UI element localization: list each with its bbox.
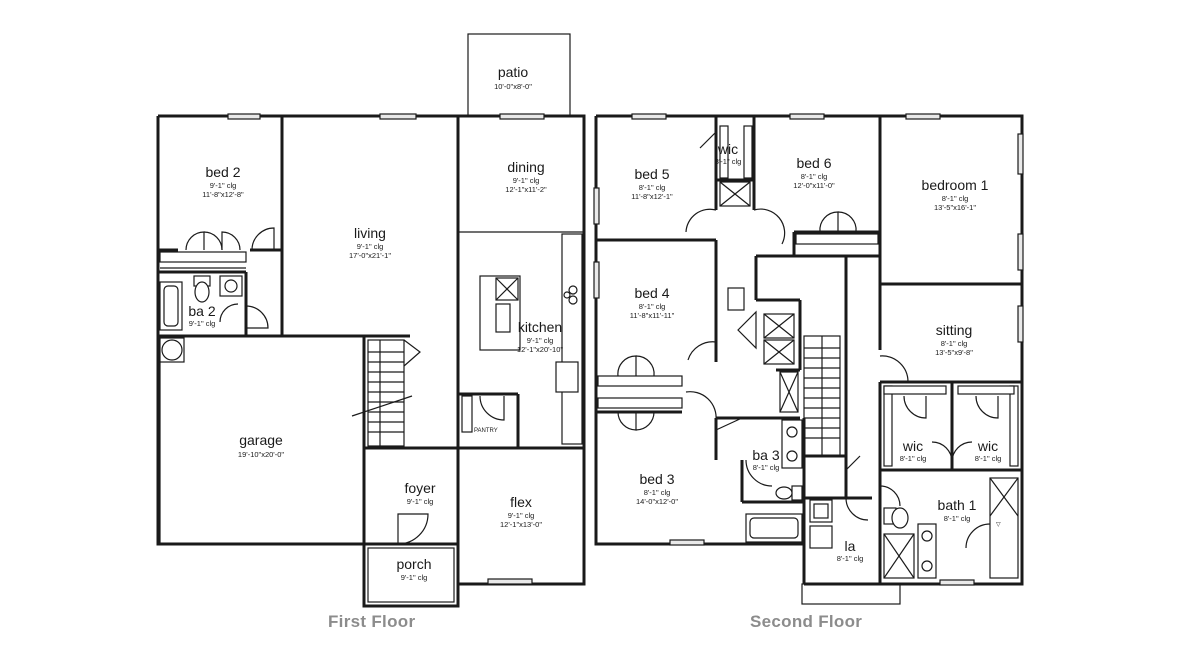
room-label-wic-top: wic 8'-1" clg <box>715 141 742 166</box>
first-floor-plan <box>156 33 586 608</box>
room-label-bedroom-1: bedroom 1 8'-1" clg 13'-5"x16'-1" <box>922 177 989 212</box>
svg-text:bath 1: bath 1 <box>938 497 977 513</box>
svg-text:bed 3: bed 3 <box>639 471 674 487</box>
svg-text:8'-1" clg: 8'-1" clg <box>801 172 828 181</box>
room-label-ba-2: ba 2 9'-1" clg <box>188 303 215 328</box>
room-label-bath-1: bath 1 8'-1" clg <box>938 497 977 523</box>
svg-text:14'-0"x12'-0": 14'-0"x12'-0" <box>636 497 678 506</box>
svg-text:10'-0"x8'-0": 10'-0"x8'-0" <box>494 82 532 91</box>
svg-text:11'-8"x12'-1": 11'-8"x12'-1" <box>631 192 673 201</box>
svg-text:8'-1" clg: 8'-1" clg <box>715 157 742 166</box>
svg-text:13'-5"x9'-8": 13'-5"x9'-8" <box>935 348 973 357</box>
room-label-bed-5: bed 5 8'-1" clg 11'-8"x12'-1" <box>631 166 673 201</box>
svg-text:ba 2: ba 2 <box>188 303 215 319</box>
svg-text:8'-1" clg: 8'-1" clg <box>639 183 666 192</box>
room-label-bed-6: bed 6 8'-1" clg 12'-0"x11'-0" <box>793 155 835 190</box>
svg-text:bedroom 1: bedroom 1 <box>922 177 989 193</box>
svg-text:12'-1"x13'-0": 12'-1"x13'-0" <box>500 520 542 529</box>
svg-text:12'-1"x20'-10": 12'-1"x20'-10" <box>517 345 563 354</box>
svg-text:8'-1" clg: 8'-1" clg <box>753 463 780 472</box>
svg-text:living: living <box>354 225 386 241</box>
svg-text:foyer: foyer <box>404 480 435 496</box>
first-floor-title: First Floor <box>328 612 416 631</box>
svg-text:wic: wic <box>902 438 923 454</box>
second-floor-plan: ▽ <box>593 113 1024 605</box>
svg-text:PANTRY: PANTRY <box>474 428 498 434</box>
room-label-patio: patio 10'-0"x8'-0" <box>494 64 532 91</box>
svg-text:9'-1" clg: 9'-1" clg <box>508 511 535 520</box>
room-label-bed-3: bed 3 8'-1" clg 14'-0"x12'-0" <box>636 471 678 506</box>
second-floor-title: Second Floor <box>750 612 863 631</box>
room-label-flex: flex 9'-1" clg 12'-1"x13'-0" <box>500 494 542 529</box>
svg-text:9'-1" clg: 9'-1" clg <box>527 336 554 345</box>
svg-text:9'-1" clg: 9'-1" clg <box>513 176 540 185</box>
room-label-sitting: sitting 8'-1" clg 13'-5"x9'-8" <box>935 322 973 357</box>
svg-text:wic: wic <box>717 141 738 157</box>
svg-text:8'-1" clg: 8'-1" clg <box>942 194 969 203</box>
svg-text:9'-1" clg: 9'-1" clg <box>401 573 428 582</box>
svg-text:garage: garage <box>239 432 283 448</box>
svg-text:13'-5"x16'-1": 13'-5"x16'-1" <box>934 203 976 212</box>
svg-text:bed 6: bed 6 <box>796 155 831 171</box>
room-label-bed-4: bed 4 8'-1" clg 11'-8"x11'-11" <box>630 285 675 320</box>
svg-text:8'-1" clg: 8'-1" clg <box>837 554 864 563</box>
svg-text:19'-10"x20'-0": 19'-10"x20'-0" <box>238 450 284 459</box>
svg-text:la: la <box>845 538 856 554</box>
svg-text:porch: porch <box>396 556 431 572</box>
room-label-dining: dining 9'-1" clg 12'-1"x11'-2" <box>505 159 547 194</box>
svg-text:patio: patio <box>498 64 529 80</box>
room-label-pantry: PANTRY <box>474 428 498 434</box>
room-label-ba-3: ba 3 8'-1" clg <box>752 447 779 472</box>
svg-text:8'-1" clg: 8'-1" clg <box>644 488 671 497</box>
svg-text:8'-1" clg: 8'-1" clg <box>944 514 971 523</box>
svg-text:12'-1"x11'-2": 12'-1"x11'-2" <box>505 185 547 194</box>
svg-text:11'-8"x11'-11": 11'-8"x11'-11" <box>630 311 675 320</box>
svg-text:17'-0"x21'-1": 17'-0"x21'-1" <box>349 251 391 260</box>
room-label-garage: garage 19'-10"x20'-0" <box>238 432 284 459</box>
svg-text:▽: ▽ <box>996 522 1001 528</box>
svg-text:8'-1" clg: 8'-1" clg <box>639 302 666 311</box>
svg-text:8'-1" clg: 8'-1" clg <box>900 454 927 463</box>
svg-text:sitting: sitting <box>936 322 973 338</box>
svg-text:kitchen: kitchen <box>518 319 562 335</box>
svg-text:flex: flex <box>510 494 532 510</box>
room-label-bed-2: bed 2 9'-1" clg 11'-8"x12'-8" <box>202 164 244 199</box>
svg-text:12'-0"x11'-0": 12'-0"x11'-0" <box>793 181 835 190</box>
room-label-porch: porch 9'-1" clg <box>396 556 431 582</box>
room-label-living: living 9'-1" clg 17'-0"x21'-1" <box>349 225 391 260</box>
room-label-la: la 8'-1" clg <box>837 538 864 563</box>
svg-text:dining: dining <box>507 159 544 175</box>
svg-text:8'-1" clg: 8'-1" clg <box>941 339 968 348</box>
room-label-wic-left: wic 8'-1" clg <box>900 438 927 463</box>
room-label-wic-right: wic 8'-1" clg <box>975 438 1002 463</box>
svg-text:9'-1" clg: 9'-1" clg <box>407 497 434 506</box>
room-label-foyer: foyer 9'-1" clg <box>404 480 435 506</box>
svg-text:9'-1" clg: 9'-1" clg <box>210 181 237 190</box>
svg-text:8'-1" clg: 8'-1" clg <box>975 454 1002 463</box>
room-label-kitchen: kitchen 9'-1" clg 12'-1"x20'-10" <box>517 319 563 354</box>
svg-text:9'-1" clg: 9'-1" clg <box>189 319 216 328</box>
svg-text:ba 3: ba 3 <box>752 447 779 463</box>
svg-text:11'-8"x12'-8": 11'-8"x12'-8" <box>202 190 244 199</box>
svg-text:bed 4: bed 4 <box>634 285 669 301</box>
svg-text:9'-1" clg: 9'-1" clg <box>357 242 384 251</box>
patio-slab <box>467 33 571 117</box>
svg-text:bed 5: bed 5 <box>634 166 669 182</box>
svg-text:wic: wic <box>977 438 998 454</box>
svg-text:bed 2: bed 2 <box>205 164 240 180</box>
